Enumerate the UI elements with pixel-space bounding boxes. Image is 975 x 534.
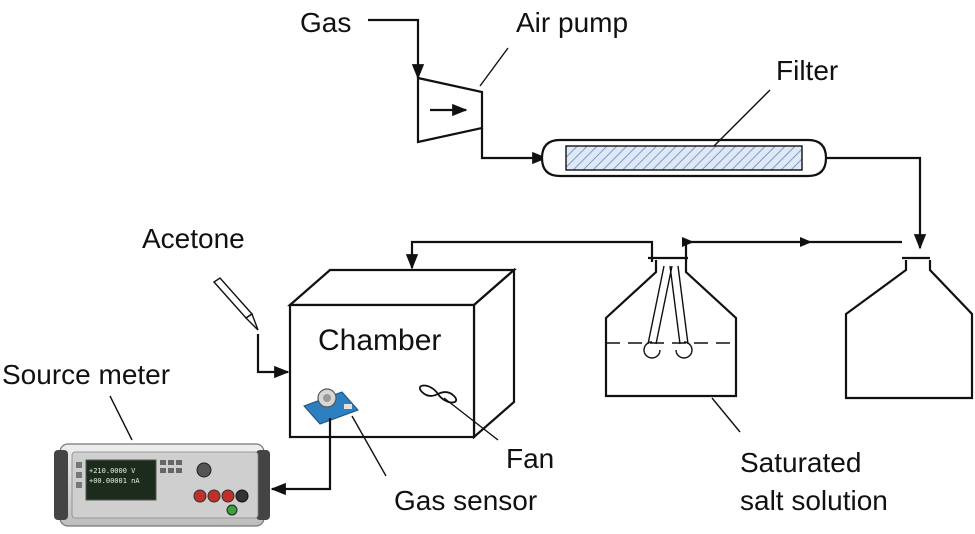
- fan-icon: [419, 384, 457, 404]
- meter-display: [85, 459, 157, 501]
- gas-inlet-line: [368, 18, 425, 80]
- flow-arrow-1: [800, 237, 812, 247]
- label-chamber: Chamber: [318, 324, 441, 357]
- label-source-meter: Source meter: [2, 359, 170, 390]
- source-meter-leader: [109, 395, 133, 441]
- pipe-salt-to-chamber: [405, 240, 654, 270]
- pipe-bottle-to-salt: [684, 240, 902, 262]
- filter: [540, 138, 828, 178]
- label-acetone: Acetone: [142, 223, 245, 254]
- empty-bottle: [844, 256, 974, 400]
- label-gas-sensor: Gas sensor: [394, 485, 537, 516]
- air-pump: [416, 76, 484, 144]
- filter-leader: [713, 89, 771, 147]
- source-meter: +210.0000 V +00.00001 nA: [54, 443, 270, 527]
- acetone-syringe: [212, 277, 259, 331]
- air-pump-leader: [479, 47, 509, 87]
- meter-line-2: +00.00001 nA: [89, 477, 140, 485]
- gas-sensor-leader: [351, 415, 387, 477]
- label-filter: Filter: [776, 55, 838, 86]
- flow-arrow-2: [682, 237, 694, 247]
- meter-line-1: +210.0000 V: [89, 467, 136, 475]
- pipe-sensor-to-meter: [270, 418, 332, 496]
- label-gas: Gas: [300, 7, 351, 38]
- label-saturated: Saturated: [740, 447, 861, 478]
- salt-solution-leader: [711, 397, 741, 433]
- pipe-pump-to-filter: [480, 128, 548, 165]
- label-salt-solution: salt solution: [740, 485, 888, 516]
- fan-leader: [443, 397, 499, 441]
- pipe-filter-to-bottle: [826, 156, 927, 250]
- pipe-acetone-to-chamber: [256, 334, 290, 379]
- label-fan: Fan: [506, 443, 554, 474]
- gas-sensor-icon: [303, 388, 359, 425]
- salt-solution-bottle: [604, 256, 738, 398]
- label-air-pump: Air pump: [516, 7, 628, 38]
